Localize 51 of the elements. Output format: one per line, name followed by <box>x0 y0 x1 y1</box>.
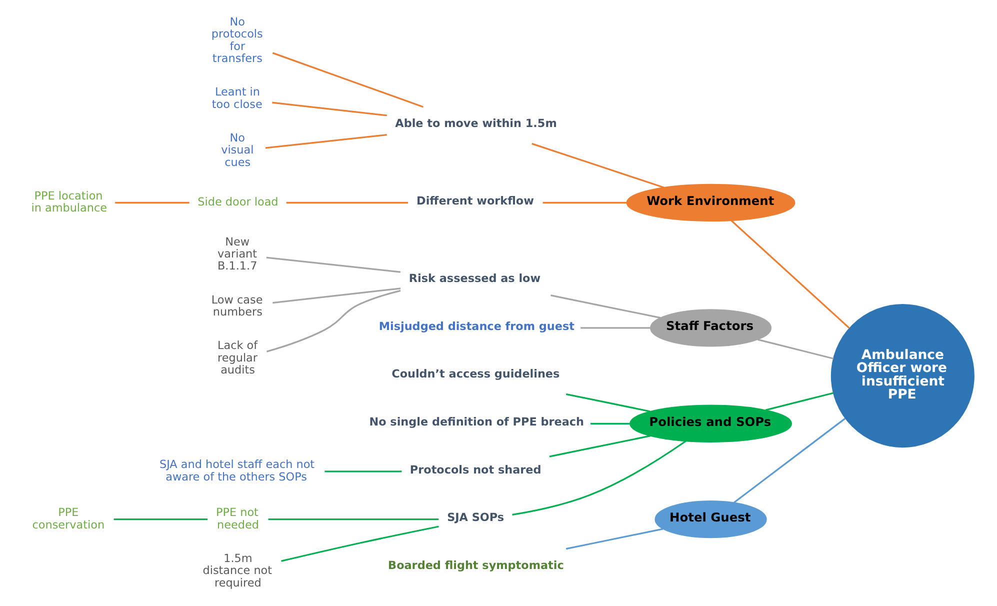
node-text: Boarded flight symptomatic <box>388 559 564 572</box>
connector <box>286 202 408 204</box>
connector <box>566 528 664 550</box>
connector <box>512 440 686 516</box>
node-text: Low case numbers <box>211 293 263 319</box>
node-text: Misjudged distance from guest <box>378 320 574 333</box>
node-text: PPE not needed <box>216 506 259 532</box>
connector <box>542 202 627 204</box>
node-text: Different workflow <box>416 194 534 208</box>
connector <box>266 290 401 352</box>
connector <box>550 294 661 319</box>
connector <box>265 134 387 149</box>
connector <box>730 220 850 329</box>
connector <box>758 338 834 360</box>
node-ellipse: Staff Factors <box>650 309 772 347</box>
node-text: Lack of regular audits <box>218 339 258 377</box>
connector <box>566 393 650 412</box>
node-circle: Ambulance Officer wore insufficient PPE <box>830 304 974 448</box>
node-text: Side door load <box>198 196 278 209</box>
connector <box>115 202 190 204</box>
node-ellipse: Policies and SOPs <box>630 404 792 442</box>
node-text: Able to move within 1.5m <box>395 117 557 130</box>
connector <box>272 288 401 304</box>
connector <box>590 422 630 424</box>
connector <box>549 435 651 458</box>
node-text: 1.5m distance not required <box>202 552 272 590</box>
connector <box>580 327 650 329</box>
connector <box>268 518 439 520</box>
connector <box>266 256 401 273</box>
node-text: New variant B.1.1.7 <box>218 235 258 273</box>
node-text: SJA and hotel staff each not aware of the others SOPs <box>159 458 315 484</box>
node-text: PPE location in ambulance <box>31 189 108 215</box>
node-ellipse: Hotel Guest <box>654 500 767 538</box>
node-text: No single definition of PPE breach <box>369 415 584 428</box>
node-text: Couldn’t access guidelines <box>392 368 560 381</box>
node-text: Protocols not shared <box>410 463 542 476</box>
node-text: No protocols for transfers <box>211 15 263 66</box>
connector <box>532 142 664 188</box>
connector <box>114 518 208 520</box>
connector <box>765 392 834 411</box>
node-text: SJA SOPs <box>447 511 504 524</box>
connector <box>324 470 402 472</box>
connector <box>272 52 424 108</box>
connector <box>272 102 387 116</box>
node-text: Risk assessed as low <box>408 272 541 285</box>
node-ellipse: Work Environment <box>626 184 796 222</box>
node-text: Leant in too close <box>212 86 262 111</box>
connector <box>733 418 846 504</box>
node-text: No visual cues <box>221 131 254 169</box>
node-text: PPE conservation <box>32 506 105 532</box>
connector <box>281 526 439 562</box>
